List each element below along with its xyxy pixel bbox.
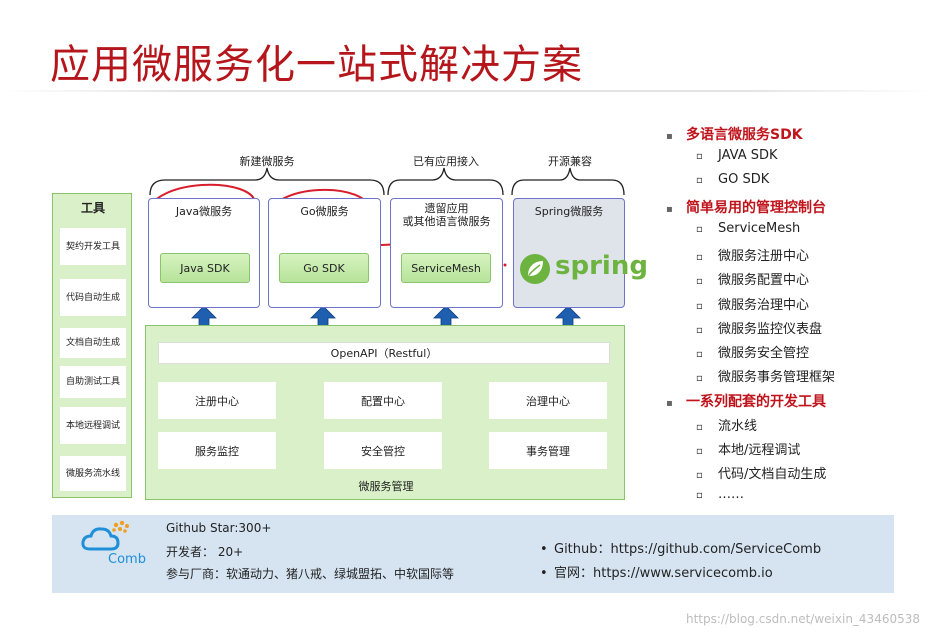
feature-list: ▪多语言微服务SDK ▫JAVA SDK ▫GO SDK ▪简单易用的管理控制台… [666,124,916,507]
platform-center: 安全管控 [324,432,442,469]
tool-item: 代码自动生成 [60,279,126,316]
bullet-icon: ▪ [666,204,673,215]
servicecomb-logo-text: Comb [108,552,146,567]
tools-title: 工具 [80,201,105,215]
spring-wordmark: spring [555,251,648,281]
sub-bullet-icon: ▫ [696,252,703,263]
sub-bullet-icon: ▫ [696,276,703,287]
spring-leaf-icon [520,254,550,284]
feature-item: ▫微服务安全管控 [696,346,810,361]
tool-item: 契约开发工具 [60,228,126,265]
platform-center: 注册中心 [158,382,276,419]
feature-item: ▫微服务监控仪表盘 [696,322,823,337]
bullet-icon: • [540,542,548,557]
app-title-java: Java微服务 [175,205,233,218]
platform-center: 治理中心 [489,382,607,419]
tool-item: 微服务流水线 [60,456,126,491]
app-box-legacy: 遗留应用 或其他语言微服务 ServiceMesh [390,198,503,308]
microservice-platform: OpenAPI（Restful） 注册中心 配置中心 治理中心 服务监控 安全管… [145,325,625,500]
openapi-bar: OpenAPI（Restful） [158,342,610,364]
feature-item: ▫JAVA SDK [696,148,778,163]
brace-open-source [511,167,625,196]
participating-vendors: 参与厂商：软通动力、猪八戒、绿城盟拓、中软国际等 [166,567,455,581]
go-sdk-module: Go SDK [279,253,369,283]
feature-item: ▫流水线 [696,419,758,434]
feature-heading: ▪一系列配套的开发工具 [666,394,826,410]
website-url[interactable]: 官网：https://www.servicecomb.io [554,566,773,581]
annotation-dot [503,263,507,267]
cloud-icon [81,520,129,551]
platform-center: 配置中心 [324,382,442,419]
sub-bullet-icon: ▫ [696,224,703,235]
sub-bullet-icon: ▫ [696,301,703,312]
project-banner: Comb Github Star:300+ 开发者： 20+ 参与厂商：软通动力… [52,515,894,593]
watermark: https://blog.csdn.net/weixin_43460538 [685,612,920,626]
developer-count: 开发者： 20+ [166,545,244,559]
app-title-legacy-line1: 遗留应用 [424,202,469,215]
github-stars: Github Star:300+ [166,521,272,535]
spring-logo: spring [519,249,648,289]
tools-panel: 工具 契约开发工具 代码自动生成 文档自动生成 自助测试工具 本地远程调试 微服… [52,193,132,498]
group-label-open-source: 开源兼容 [548,155,592,168]
tool-item: 本地远程调试 [60,407,126,444]
title-divider [0,90,930,92]
brace-existing-apps [387,167,504,196]
platform-center: 事务管理 [489,432,607,469]
app-box-spring: Spring微服务 spring [513,198,648,308]
sub-bullet-icon: ▫ [696,422,703,433]
bullet-icon: ▪ [666,398,673,409]
app-title-spring: Spring微服务 [534,205,604,218]
sub-bullet-icon: ▫ [696,490,703,501]
servicecomb-logo: Comb [74,519,146,575]
bullet-icon: ▪ [666,131,673,142]
feature-item: ▫GO SDK [696,172,770,187]
app-title-legacy-line2: 或其他语言微服务 [402,215,491,228]
app-box-go: Go微服务 Go SDK [268,198,381,308]
tool-item: 文档自动生成 [60,328,126,358]
tool-item: 自助测试工具 [60,366,126,398]
sub-bullet-icon: ▫ [696,151,703,162]
platform-label: 微服务管理 [358,480,414,493]
github-link: • Github：https://github.com/ServiceComb [540,538,821,557]
sub-bullet-icon: ▫ [696,349,703,360]
java-sdk-module: Java SDK [160,253,250,283]
group-label-existing-apps: 已有应用接入 [413,155,479,168]
feature-item: ▫代码/文档自动生成 [696,467,827,482]
feature-item: ▫微服务治理中心 [696,298,810,313]
github-url[interactable]: Github：https://github.com/ServiceComb [554,542,822,557]
app-title-go: Go微服务 [300,205,349,218]
servicemesh-module: ServiceMesh [401,253,491,283]
sub-bullet-icon: ▫ [696,470,703,481]
sub-bullet-icon: ▫ [696,175,703,186]
feature-item: ▫ServiceMesh [696,221,801,236]
feature-item: ▫…… [696,487,744,502]
feature-heading: ▪多语言微服务SDK [666,127,803,143]
brace-new-services [149,167,385,196]
platform-center: 服务监控 [158,432,276,469]
sub-bullet-icon: ▫ [696,325,703,336]
feature-item: ▫微服务配置中心 [696,273,810,288]
feature-item: ▫本地/远程调试 [696,443,801,458]
feature-item: ▫微服务注册中心 [696,249,810,264]
app-title-legacy: 遗留应用 或其他语言微服务 [391,202,502,228]
bullet-icon: • [540,566,548,581]
page-title: 应用微服务化一站式解决方案 [50,42,583,88]
website-link: • 官网：https://www.servicecomb.io [540,562,773,581]
app-box-java: Java微服务 Java SDK [148,198,260,308]
feature-heading: ▪简单易用的管理控制台 [666,200,826,216]
feature-item: ▫微服务事务管理框架 [696,370,836,385]
sub-bullet-icon: ▫ [696,446,703,457]
group-label-new-services: 新建微服务 [239,155,295,168]
sub-bullet-icon: ▫ [696,373,703,384]
